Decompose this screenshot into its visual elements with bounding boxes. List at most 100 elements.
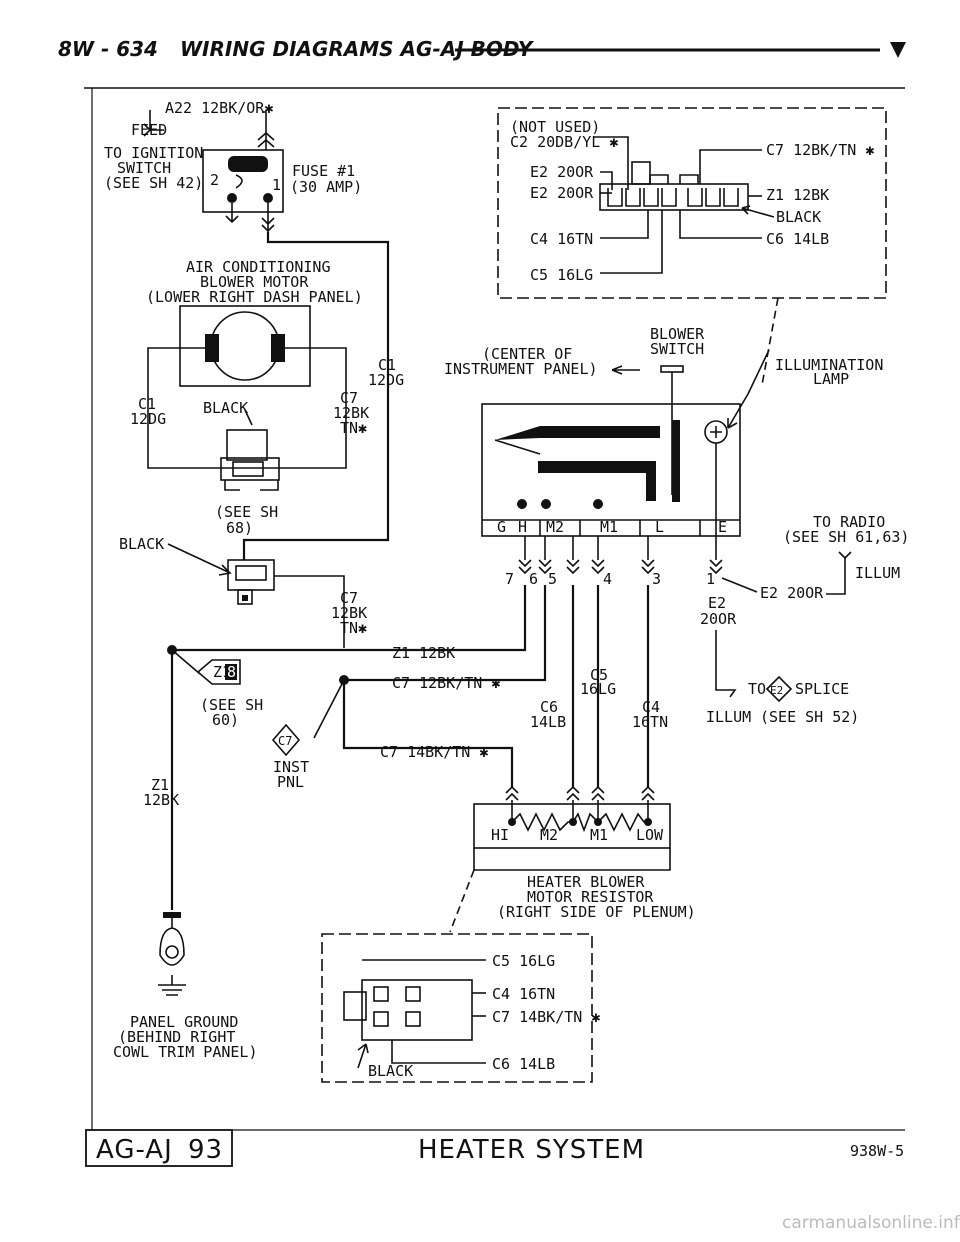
res-pin-m1-chevron [591,785,605,801]
ground-symbol-icon [158,975,186,996]
label-m-c7-3: TN✱ [340,419,367,437]
label-r-m1: M1 [590,826,608,844]
motor-connector-top [226,429,268,461]
footer-code: 938W-5 [850,1142,904,1160]
feed-wire-right [262,111,267,150]
fuse-pin-1: 1 [272,176,281,194]
pin1-chevron [709,559,723,575]
label-c4v-1: C4 [642,698,660,716]
header-page-number: 8W - 634 [58,37,158,61]
z1-splice-leader [171,649,201,675]
latch-dot [242,595,248,601]
fuse-terminal-right [263,193,273,203]
c7-inst-diamond [271,723,301,757]
switch-connector-latch [631,161,651,185]
label-gnd-3: COWL TRIM PANEL) [113,1043,258,1061]
connector-view-leader [761,297,779,386]
label-z1v-1: Z1 [151,776,169,794]
label-seesh68-2: 68) [226,519,253,537]
e2-right-leader [721,577,758,593]
lamp-filament [710,426,722,438]
contact-dot-h [541,499,551,509]
fuse-pin-2: 2 [210,171,219,189]
blower-switch-connector-view [497,107,887,299]
label-c7b-3: TN✱ [340,619,367,637]
black-leader-conn [167,543,232,576]
label-z1-12bk: Z1 12BK [392,644,455,662]
label-m-black: BLACK [203,399,248,417]
contact-dot-g [517,499,527,509]
label-fuse-1: FUSE #1 [292,162,355,180]
rc-cavity-3 [373,1011,389,1027]
label-radio-1: TO RADIO [813,513,885,531]
res-pin-hi-chevron [505,785,519,801]
fuse-out-arrow-left [225,203,239,224]
ground-eyelet-icon [159,927,185,966]
resistor-box [473,803,671,849]
contact-dot-m1 [593,499,603,509]
wire-radio-illum [826,558,846,595]
res-pin-m2-chevron [566,785,580,801]
label-c7-diamond: C7 [278,734,292,748]
pin7-chevron [518,559,532,575]
switch-connector-body [599,183,749,211]
e2-splice-diamond [765,675,793,703]
resistor-connector-view [321,933,593,1083]
label-e2-right: E2 20OR [760,584,824,602]
switch-contact-arm [646,461,656,501]
pin3-chevron [641,559,655,575]
footer-model: AG-AJ [96,1135,173,1165]
label-black-conn: BLACK [119,535,164,553]
label-pos-h: H [518,518,527,536]
label-bs-2: SWITCH [650,340,704,358]
switch-contact-line [494,439,541,455]
fuse-out-chevron-right [261,203,275,233]
label-to: TO [748,680,766,698]
label-m-c1-l1: C1 [138,395,156,413]
res-node-m1 [594,818,602,826]
center-arrow-icon [611,365,640,375]
label-pos-m2: M2 [546,518,564,536]
label-center-2: INSTRUMENT PANEL) [444,360,598,378]
fuse-element-icon [228,156,268,172]
label-c6v-1: C6 [540,698,558,716]
label-c7-12bktn: C7 12BK/TN ✱ [392,674,500,692]
switch-contact-upper [495,426,660,440]
fuse-terminal-left [227,193,237,203]
label-seesh60-1: (SEE SH [200,696,263,714]
rc-latch [343,991,367,1021]
blower-switch-body [481,403,741,537]
label-e2v-2: 20OR [700,610,737,628]
label-res-2: MOTOR RESISTOR [527,888,654,906]
motor-icon [210,311,280,381]
motor-housing [179,305,311,387]
label-pos-e: E [718,518,727,536]
motor-brush-left [205,334,219,362]
inline-connector-latch [237,589,253,605]
label-r-low: LOW [636,826,664,844]
label-pos-m1: M1 [600,518,618,536]
wire-c7-14bktn [342,680,514,788]
label-splice: SPLICE [795,680,849,698]
rc-cavity-1 [373,986,389,1002]
label-z1-top: Z1 12BK [766,186,829,204]
label-pin5: 5 [548,570,557,588]
label-bs-1: BLOWER [650,325,705,343]
res-node-hi [508,818,516,826]
resistor-view-leader [449,869,475,933]
label-inst-1: INST [273,758,309,776]
label-gnd-2: (BEHIND RIGHT [118,1028,235,1046]
switch-shaft-bar [672,420,680,502]
watermark-text: carmanualsonline.info [782,1213,960,1233]
footer-page-no: 93 [188,1135,223,1165]
c7-inst-leader [313,679,345,739]
rc-black-leader [357,1043,369,1069]
z1-splice-num-box [225,664,237,680]
feed-hook-icon [143,123,152,137]
wire-e2-down [715,630,737,698]
motor-connector-pins [232,461,264,477]
black-leader-top [741,205,775,218]
label-ign-3: (SEE SH 42) [104,174,203,192]
motor-loop-wire [147,347,347,469]
wire-c4-top [600,210,649,239]
